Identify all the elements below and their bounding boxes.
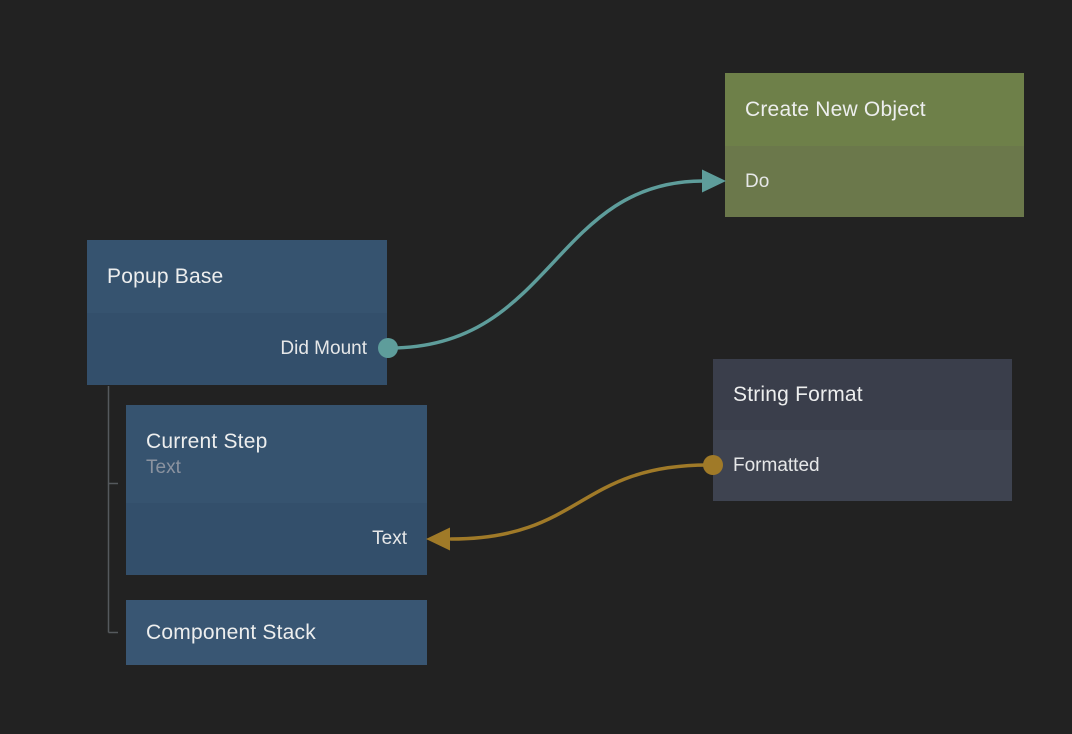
port-row-text[interactable]: Text	[126, 503, 427, 575]
node-header: Popup Base	[87, 240, 387, 313]
node-popup-base[interactable]: Popup Base Did Mount	[87, 240, 387, 385]
wire-formatted-to-text[interactable]	[449, 463, 710, 541]
port-row-formatted[interactable]: Formatted	[713, 430, 1012, 501]
wire-did-mount-to-do[interactable]	[388, 179, 705, 350]
arrowhead-text-input	[426, 527, 450, 551]
arrowhead-do-input	[702, 169, 726, 193]
node-header: Current Step Text	[126, 405, 427, 503]
output-port-label-formatted: Formatted	[733, 454, 820, 476]
node-title: Popup Base	[107, 264, 224, 288]
node-string-format[interactable]: String Format Formatted	[713, 359, 1012, 501]
node-title: Current Step	[146, 429, 268, 453]
node-component-stack[interactable]: Component Stack	[126, 600, 427, 665]
node-title: Create New Object	[745, 97, 926, 121]
input-port-label-do: Do	[745, 170, 770, 192]
port-row-do[interactable]: Do	[725, 146, 1024, 217]
hierarchy-line	[107, 386, 118, 634]
node-current-step[interactable]: Current Step Text Text	[126, 405, 427, 575]
node-header: Create New Object	[725, 73, 1024, 146]
output-port-label-did-mount: Did Mount	[280, 338, 367, 359]
node-create-new-object[interactable]: Create New Object Do	[725, 73, 1024, 217]
node-header: Component Stack	[126, 600, 427, 665]
port-row-did-mount[interactable]: Did Mount	[87, 313, 387, 385]
node-title: String Format	[733, 382, 863, 406]
input-port-label-text: Text	[372, 528, 407, 549]
node-header: String Format	[713, 359, 1012, 430]
node-subtitle: Text	[146, 456, 181, 478]
node-title: Component Stack	[146, 620, 316, 644]
